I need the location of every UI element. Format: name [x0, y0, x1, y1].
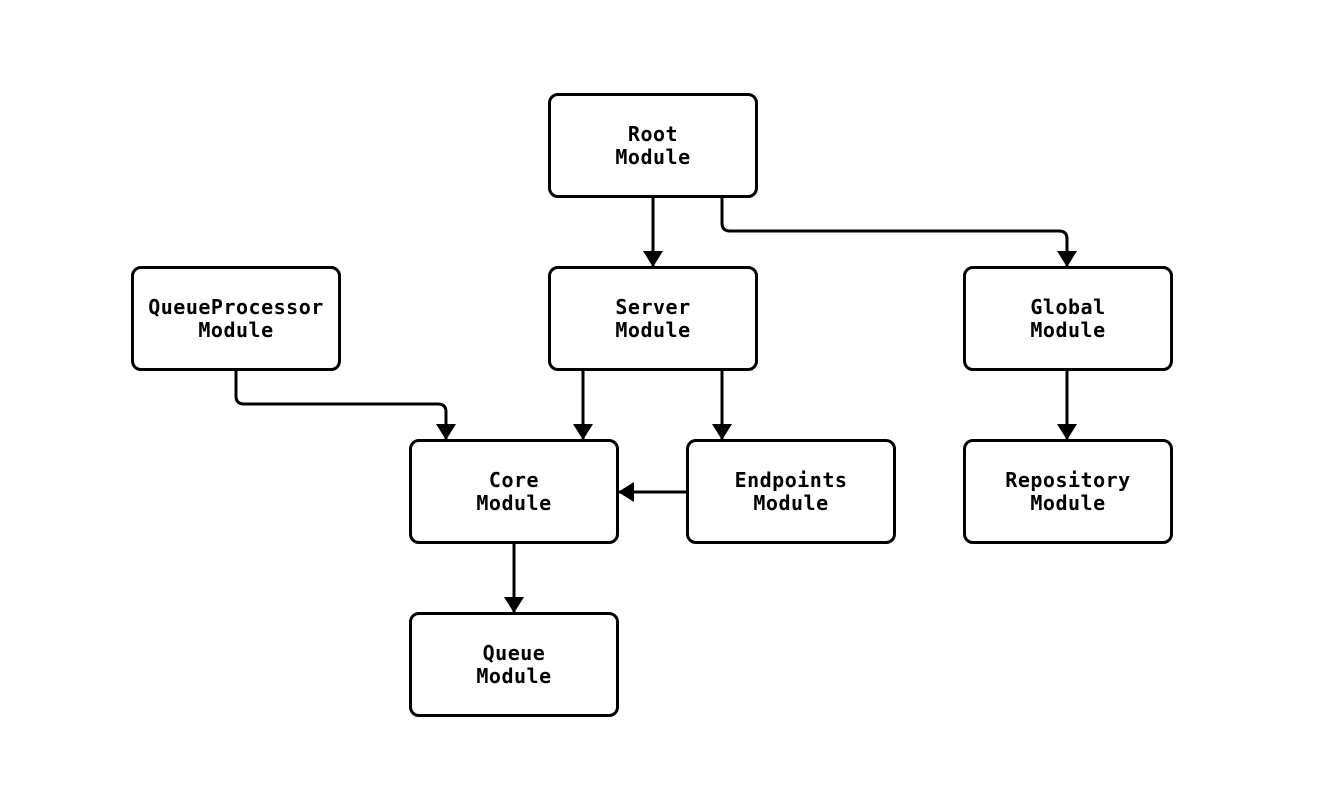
edge-root-to-global	[720, 198, 1077, 267]
edge-queueprocessor-to-core	[234, 371, 456, 440]
node-root-module: Root Module	[548, 93, 758, 198]
node-core-module: Core Module	[409, 439, 619, 544]
node-queue-module: Queue Module	[409, 612, 619, 717]
edge-group	[234, 198, 1077, 613]
node-queueprocessor-module: QueueProcessor Module	[131, 266, 341, 371]
node-server-module: Server Module	[548, 266, 758, 371]
node-global-module: Global Module	[963, 266, 1173, 371]
node-endpoints-module: Endpoints Module	[686, 439, 896, 544]
node-repository-module: Repository Module	[963, 439, 1173, 544]
